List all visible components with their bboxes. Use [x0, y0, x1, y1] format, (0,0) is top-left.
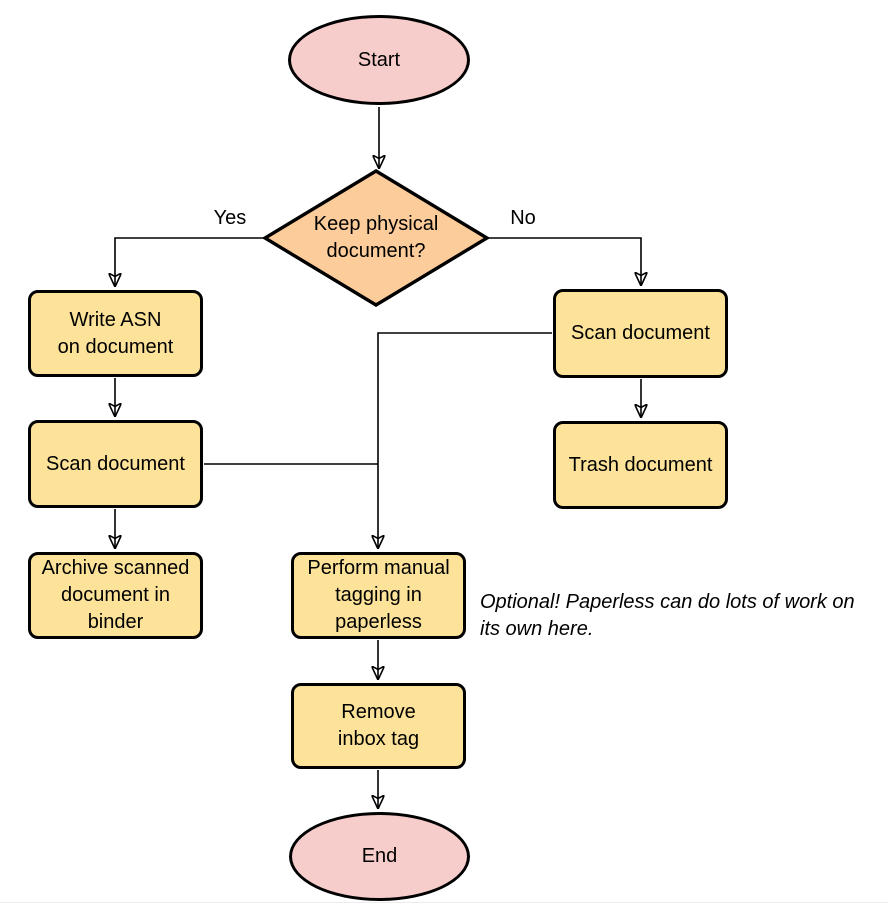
page-bottom-rule — [0, 902, 888, 903]
no-edge-label: No — [496, 207, 550, 229]
edge-decision-no-to-scan-right — [487, 237, 641, 285]
scan-document-right-node-label: Scan document — [571, 322, 710, 344]
remove-inbox-tag-node: Remove inbox tag — [291, 683, 466, 769]
trash-node-label: Trash document — [568, 453, 713, 476]
scan-document-left-node: Scan document — [28, 420, 203, 508]
tagging-node: Perform manual tagging in paperless — [291, 552, 466, 639]
edge-scan-right-to-tagging — [378, 332, 552, 548]
tagging-node-label: Perform manual tagging in paperless — [307, 557, 450, 633]
remove-inbox-tag-node-label: Remove inbox tag — [337, 701, 420, 750]
start-node-label: Start — [357, 48, 401, 71]
yes-edge-label: Yes — [203, 207, 257, 229]
trash-node: Trash document — [553, 421, 728, 509]
edge-decision-yes-to-write-asn — [115, 237, 265, 286]
write-asn-node: Write ASN on document — [28, 290, 203, 377]
archive-node-label: Archive scanned document in binder — [41, 557, 190, 633]
start-node: Start — [288, 15, 470, 105]
decision-diamond — [263, 169, 489, 307]
annotation-note: Optional! Paperless can do lots of work … — [480, 591, 855, 640]
decision-diamond-shape — [263, 169, 489, 307]
scan-document-right-node: Scan document — [553, 289, 728, 378]
archive-node: Archive scanned document in binder — [28, 552, 203, 639]
decision-node: Keep physical document? — [265, 171, 487, 305]
decision-node-label: Keep physical document? — [313, 213, 439, 262]
end-node-label: End — [361, 845, 398, 867]
write-asn-node-label: Write ASN on document — [57, 308, 174, 358]
end-node: End — [289, 812, 470, 901]
scan-document-left-node-label: Scan document — [46, 452, 185, 475]
